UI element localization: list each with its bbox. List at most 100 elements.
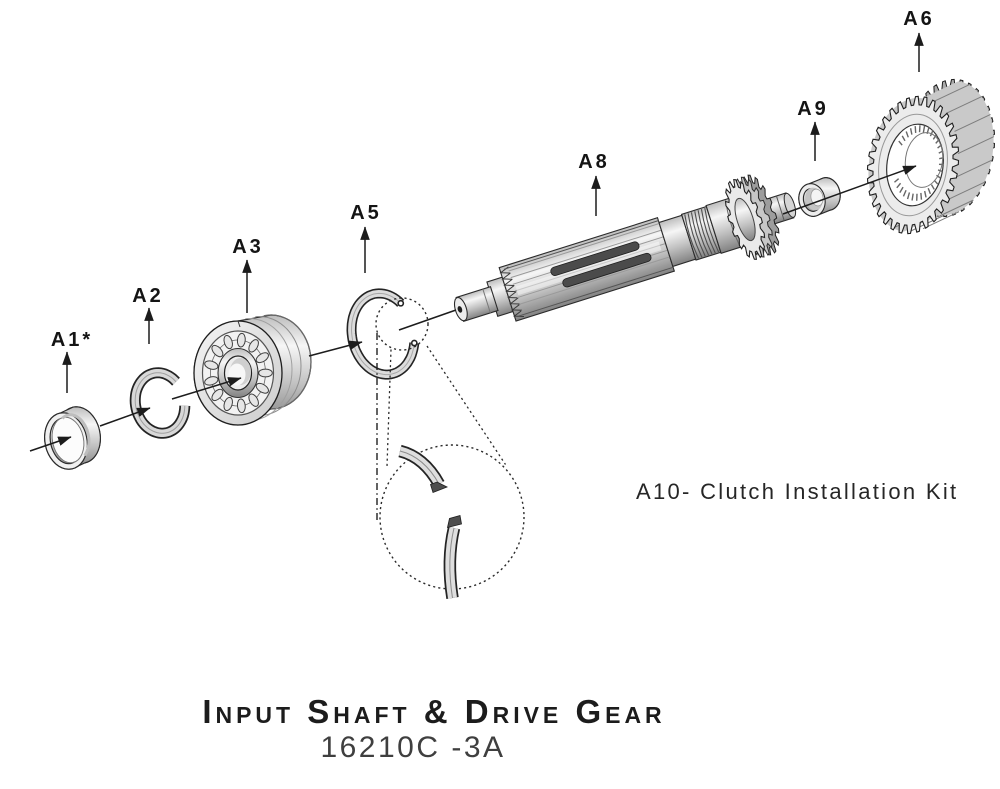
spline-edge-line <box>503 220 659 270</box>
axis-line-to-shaft-tip <box>398 309 457 331</box>
internal-spline-tick <box>922 125 926 133</box>
part-a8-input-shaft <box>453 174 797 323</box>
spline-line <box>521 263 673 312</box>
detail-connector-left <box>386 349 392 467</box>
bearing-roller <box>223 396 233 412</box>
shaft-rotated-frame <box>453 174 797 323</box>
internal-spline-tick <box>929 129 934 137</box>
bearing-roller <box>204 376 219 386</box>
part-number: 16210C -3A <box>320 731 505 764</box>
bearing-bore-light <box>228 363 246 386</box>
internal-spline-tick <box>927 187 932 195</box>
spline-serration <box>501 272 513 280</box>
bearing-rib <box>245 318 293 421</box>
spline-line <box>518 256 670 305</box>
hook-upper-tab <box>430 481 448 494</box>
spline-serration <box>511 303 523 311</box>
bearing-roller <box>258 368 273 378</box>
label-a3: A3 <box>232 236 264 258</box>
thread-ring <box>704 207 720 253</box>
snap-ring-fill <box>131 368 189 437</box>
axis-arrow-to-a6 <box>782 165 917 215</box>
label-a5: A5 <box>350 202 382 224</box>
internal-spline-tick <box>935 138 941 144</box>
spline-line <box>508 222 660 272</box>
axis-arrow-to-a3 <box>171 377 242 400</box>
gear-far-bore-ring <box>904 132 944 188</box>
internal-spline-tick <box>920 192 923 200</box>
spline-serration <box>509 297 521 305</box>
spline-serration <box>513 309 525 317</box>
internal-spline-tick <box>930 184 935 190</box>
internal-spline-tick <box>909 128 913 135</box>
pinion-hub <box>734 197 756 242</box>
assembly-axis-arrows <box>29 165 917 452</box>
thread-ring <box>697 210 713 255</box>
bushing-bore <box>810 188 824 207</box>
tooth-flank-line <box>955 159 993 178</box>
lube-slot-upper <box>550 241 640 276</box>
callout-a9: A9 <box>797 98 826 161</box>
tooth-flank-line <box>954 113 991 132</box>
bearing-roller <box>255 352 269 364</box>
bearing-roller <box>204 360 219 370</box>
spline-serration <box>503 278 515 286</box>
snap-ring-detail-callout <box>375 297 525 599</box>
diagram-title: Input Shaft & Drive Gear <box>202 693 665 730</box>
callout-a8: A8 <box>578 151 607 216</box>
internal-spline-tick <box>936 174 941 179</box>
detail-source-circle <box>375 297 429 351</box>
label-a1: A1* <box>51 329 93 351</box>
part-a6-drive-gear <box>866 78 996 235</box>
bearing-rib <box>255 316 302 416</box>
hook-lower-midline <box>449 527 455 599</box>
callout-a2: A2 <box>132 285 164 344</box>
stub-ring-line <box>775 195 785 221</box>
bearing-seam-notch <box>237 320 241 328</box>
spline-edge-line <box>518 266 674 317</box>
tooth-flank-line <box>957 136 995 155</box>
note-a10-clutch-kit: A10- Clutch Installation Kit <box>636 479 958 504</box>
bearing-back-rim <box>263 314 312 410</box>
axis-arrow-to-a1 <box>29 436 72 452</box>
internal-spline-tick <box>923 190 927 198</box>
hook-upper-midline <box>399 450 440 485</box>
internal-spline-tick <box>905 131 909 138</box>
internal-spline-tick <box>899 186 904 193</box>
thread-ring <box>687 213 703 258</box>
bearing-roller <box>248 393 259 407</box>
callout-a6: A6 <box>903 8 935 72</box>
bearing-roller <box>236 398 246 414</box>
hook-lower-tab <box>446 514 462 529</box>
spline-line <box>510 229 662 279</box>
internal-spline-tick <box>911 193 914 201</box>
label-a2: A2 <box>132 285 164 307</box>
bearing-roller <box>211 344 224 358</box>
part-a9-pilot-bushing <box>798 177 841 217</box>
detail-magnified-circle <box>379 444 525 590</box>
internal-spline-tick <box>901 135 906 142</box>
lube-slot-lower <box>562 252 652 288</box>
part-a3-bearing <box>193 314 312 426</box>
internal-spline-tick <box>898 140 903 146</box>
part-a5-snap-ring <box>346 288 420 380</box>
tooth-flank-line <box>922 211 960 230</box>
part-a1-spacer-ring <box>43 406 101 470</box>
detail-connector-right <box>426 345 507 465</box>
label-a6: A6 <box>903 8 935 30</box>
snap-ring-hook-end <box>410 339 418 347</box>
internal-spline-tick <box>906 192 911 200</box>
internal-spline-tick <box>896 182 902 189</box>
part-a2-snap-ring <box>129 367 191 439</box>
internal-spline-tick <box>894 178 900 183</box>
tooth-flank-line <box>937 199 974 218</box>
thread-ring <box>690 212 706 257</box>
tooth-flank-line <box>933 84 970 103</box>
thread-ring <box>684 214 700 259</box>
snap-ring-hook-end <box>397 299 405 307</box>
spline-serration <box>507 291 519 299</box>
tip-step-line <box>482 288 491 314</box>
spline-serration <box>505 285 517 293</box>
shaft-highlight <box>515 241 662 296</box>
